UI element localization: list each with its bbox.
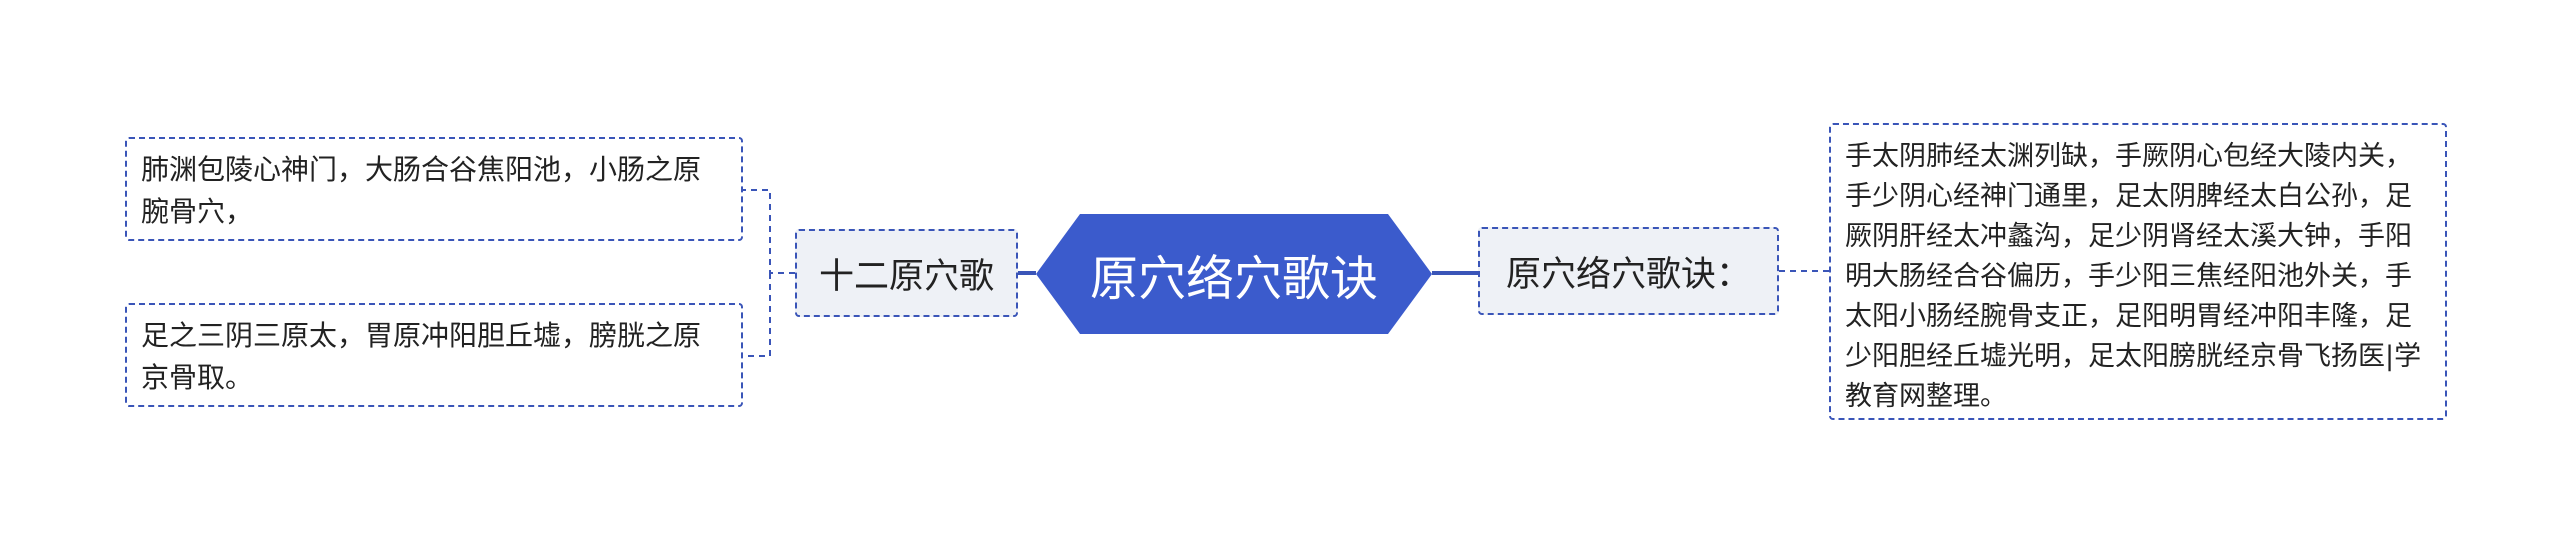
branch-node-right[interactable]: 原穴络穴歌诀： xyxy=(1478,227,1779,315)
branch-node-left[interactable]: 十二原穴歌 xyxy=(795,229,1018,317)
leaf-node-left-1[interactable]: 肺渊包陵心神门，大肠合谷焦阳池，小肠之原腕骨穴， xyxy=(125,137,743,241)
root-node-shape[interactable] xyxy=(1036,214,1432,334)
root-node[interactable]: 原穴络穴歌诀 xyxy=(1058,214,1410,334)
leaf-left-2-text: 足之三阴三原太，胃原冲阳胆丘墟，膀胱之原京骨取。 xyxy=(141,319,702,394)
root-node-label: 原穴络穴歌诀 xyxy=(1089,251,1378,307)
leaf-right-1-text: 手太阴肺经太渊列缺，手厥阴心包经大陵内关，手少阴心经神门通里，足太阴脾经太白公孙… xyxy=(1845,141,2422,412)
connector-left-to-leaf-1 xyxy=(743,189,795,274)
leaf-node-left-2[interactable]: 足之三阴三原太，胃原冲阳胆丘墟，膀胱之原京骨取。 xyxy=(125,303,743,407)
leaf-node-right-1[interactable]: 手太阴肺经太渊列缺，手厥阴心包经大陵内关，手少阴心经神门通里，足太阴脾经太白公孙… xyxy=(1829,123,2447,420)
branch-left-label: 十二原穴歌 xyxy=(818,256,994,297)
leaf-left-1-text: 肺渊包陵心神门，大肠合谷焦阳池，小肠之原腕骨穴， xyxy=(141,153,702,228)
branch-right-label: 原穴络穴歌诀： xyxy=(1505,254,1751,295)
connector-left-to-leaf-2 xyxy=(743,273,771,357)
